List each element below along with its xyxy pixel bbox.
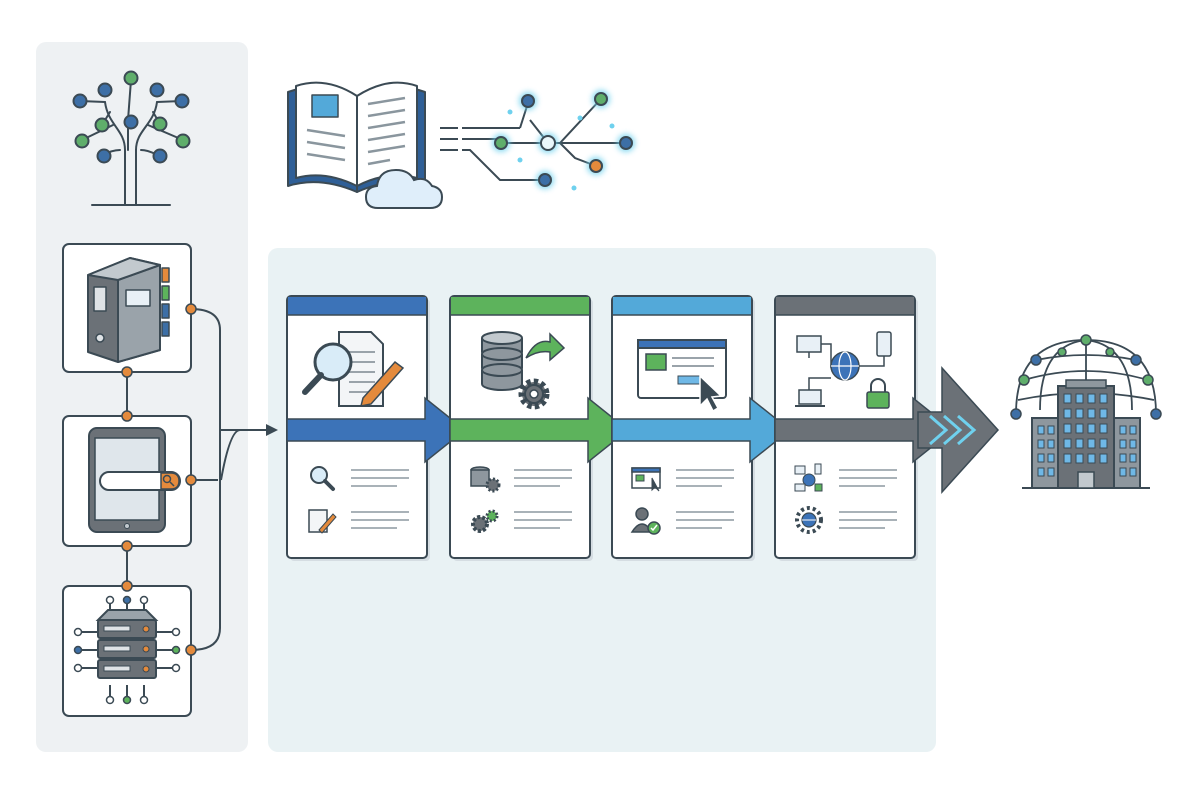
document-edit-icon <box>308 509 337 534</box>
server-rack-icon <box>73 595 181 705</box>
devices-network-icon <box>795 331 892 409</box>
stage-deployment-card <box>774 295 955 561</box>
database-gear-icon <box>481 331 566 410</box>
window <box>1099 393 1108 404</box>
window <box>1087 453 1096 464</box>
window <box>1129 467 1137 477</box>
browser-cursor-icon <box>637 339 727 413</box>
stage-research-flow-arrow <box>286 396 467 464</box>
window <box>1087 423 1096 434</box>
stage-deployment-header <box>776 297 914 315</box>
window <box>1047 439 1055 449</box>
stage-research-card <box>286 295 467 561</box>
delivery-arrow <box>917 366 1000 494</box>
window <box>1063 408 1072 419</box>
tablet-search-icon <box>88 427 181 533</box>
network-devices-icon <box>794 463 823 492</box>
window <box>1063 423 1072 434</box>
window <box>1129 439 1137 449</box>
window <box>1037 453 1045 463</box>
browser-window-icon <box>631 467 661 492</box>
window <box>1075 438 1084 449</box>
window <box>1047 453 1055 463</box>
server-source-box <box>62 585 197 717</box>
user-check-icon <box>630 507 661 535</box>
database-icon <box>470 466 501 493</box>
window <box>1075 453 1084 464</box>
window <box>1063 438 1072 449</box>
pipeline-entry-arrow <box>266 424 278 436</box>
global-network-icon <box>795 506 823 534</box>
stage-data-processing-header <box>451 297 589 315</box>
stage-data-processing-card <box>449 295 630 561</box>
window <box>1047 425 1055 435</box>
window <box>1119 425 1127 435</box>
document-binder-icon <box>87 257 170 363</box>
tablet-source-box <box>62 415 197 547</box>
stage-data-processing-flow-arrow <box>449 396 630 464</box>
window <box>1119 439 1127 449</box>
window <box>1099 453 1108 464</box>
knowledge-tree-icon <box>72 70 191 206</box>
stage-interface-card <box>611 295 792 561</box>
window <box>1063 393 1072 404</box>
window <box>1119 453 1127 463</box>
open-book-icon <box>287 81 426 193</box>
source-junction-dots <box>121 366 133 592</box>
stage-interface-header <box>613 297 751 315</box>
window <box>1075 393 1084 404</box>
window <box>1047 467 1055 477</box>
window <box>1063 453 1072 464</box>
window <box>1087 408 1096 419</box>
window <box>1099 423 1108 434</box>
window <box>1087 393 1096 404</box>
binder-source-box <box>62 243 197 373</box>
window <box>1087 438 1096 449</box>
window <box>1037 425 1045 435</box>
window <box>1129 453 1137 463</box>
search-icon <box>310 466 335 491</box>
building-network-icon <box>1010 334 1162 489</box>
cloud-icon <box>364 168 444 209</box>
window <box>1099 438 1108 449</box>
window <box>1075 423 1084 434</box>
stage-interface-flow-arrow <box>611 396 792 464</box>
magnifier-document-icon <box>302 331 405 407</box>
pipeline-stages <box>286 295 1000 561</box>
window <box>1119 467 1127 477</box>
gears-icon <box>471 509 499 533</box>
window <box>1075 408 1084 419</box>
window <box>1099 408 1108 419</box>
window <box>1037 467 1045 477</box>
window <box>1129 425 1137 435</box>
neural-network-icon <box>440 90 635 191</box>
stage-research-header <box>288 297 426 315</box>
window <box>1037 439 1045 449</box>
source-connectors <box>126 308 270 651</box>
